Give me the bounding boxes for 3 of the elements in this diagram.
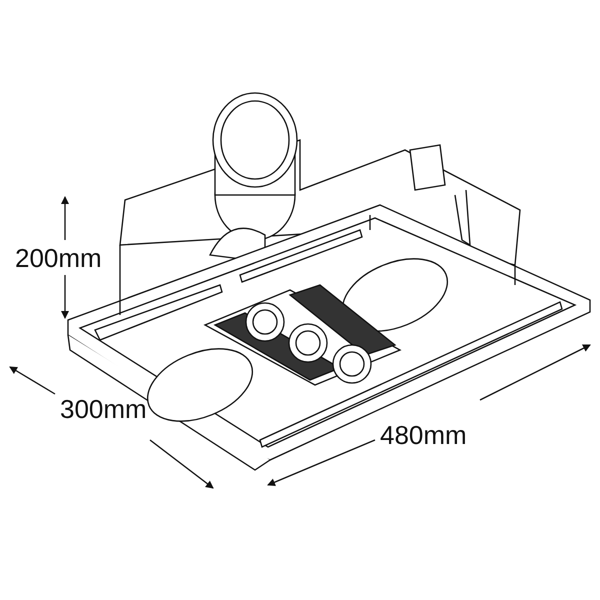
dimension-label: 200mm [15,245,102,271]
dimension-label: 480mm [380,422,467,448]
dimension-label: 300mm [60,396,147,422]
